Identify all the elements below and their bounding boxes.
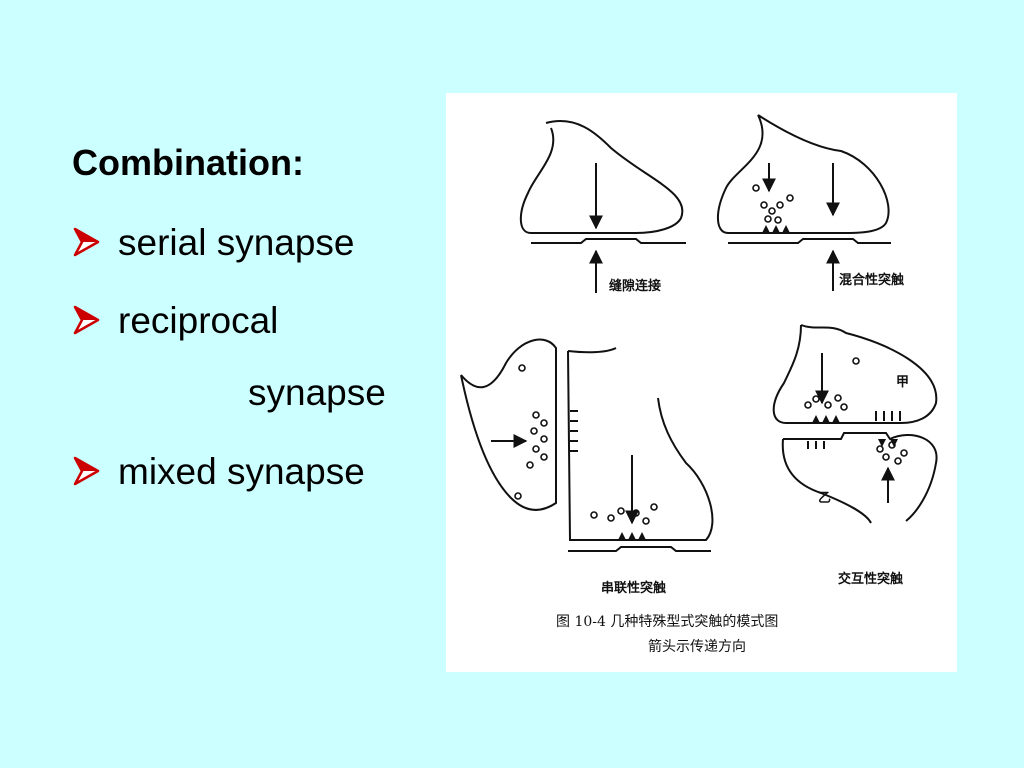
mixed-synapse-diagram [717, 114, 891, 291]
bullet-continuation: synapse [248, 372, 386, 413]
reciprocal-synapse-diagram [772, 324, 938, 524]
figure-caption-subtitle: 箭头示传递方向 [648, 639, 746, 655]
bullet-reciprocal: reciprocal [72, 300, 278, 342]
bullet-serial-synapse: serial synapse [72, 222, 355, 264]
bullet-mixed-synapse: mixed synapse [72, 451, 365, 493]
arrow-bullet-icon [73, 305, 100, 335]
slide-title: Combination: [72, 142, 304, 183]
synapse-figure: 缝隙连接 混合性突触 串联性突触 交互性突触 甲 乙 图 10-4 几种特殊型式… [446, 93, 957, 672]
bullet-text: mixed synapse [118, 451, 365, 492]
bullet-text: serial synapse [118, 222, 355, 263]
label-gap-junction: 缝隙连接 [609, 279, 662, 294]
label-yi: 乙 [818, 491, 832, 506]
bullet-text: reciprocal [118, 300, 279, 341]
label-mixed-synapse: 混合性突触 [839, 273, 905, 288]
synapse-diagram [460, 114, 938, 552]
label-serial-synapse: 串联性突触 [601, 581, 667, 596]
figure-caption: 图 10-4 几种特殊型式突触的模式图 [556, 614, 779, 630]
arrow-bullet-icon [73, 456, 100, 486]
label-reciprocal-synapse: 交互性突触 [838, 572, 904, 587]
gap-junction-diagram [519, 120, 686, 293]
arrow-bullet-icon [73, 227, 100, 257]
label-jia: 甲 [896, 375, 910, 390]
serial-synapse-diagram [460, 338, 714, 552]
